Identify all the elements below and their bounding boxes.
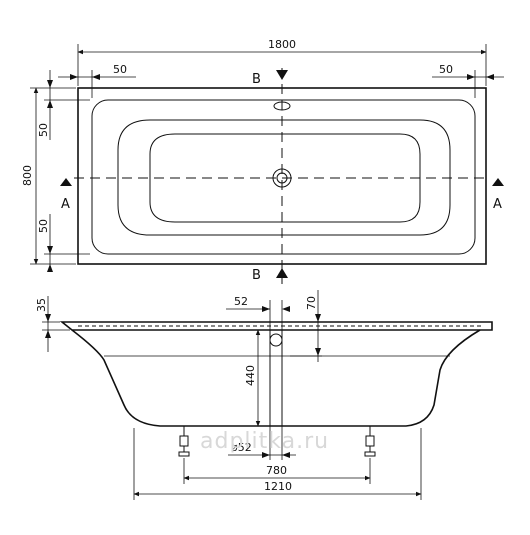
tub-rim — [59, 321, 493, 331]
dim-rim-left: 50 — [113, 63, 127, 76]
foot-left — [178, 426, 190, 457]
section-a-left-arrow — [60, 178, 72, 186]
dim-feet-spacing: 780 — [266, 464, 287, 477]
dim-rim-right: 50 — [439, 63, 453, 76]
dim-depth: 440 — [244, 365, 257, 386]
dim-width: 800 — [21, 165, 34, 186]
dim-rim-top: 50 — [37, 123, 50, 137]
overflow-fitting — [269, 333, 283, 347]
section-b-top-label: B — [252, 72, 261, 87]
dim-overflow-offset: 52 — [234, 295, 248, 308]
section-b-bottom-label: B — [252, 268, 261, 283]
inner-contour-outer — [117, 119, 451, 236]
section-b-bottom-arrow — [276, 268, 288, 278]
dim-overflow-depth: 70 — [305, 296, 318, 310]
dim-drain-diameter: ø52 — [231, 441, 252, 454]
dim-rim-height: 35 — [35, 298, 48, 312]
foot-right — [364, 426, 376, 457]
dim-length: 1800 — [268, 38, 296, 51]
top-view: B B A A 1800 50 50 800 50 50 — [21, 38, 504, 284]
section-a-right-label: A — [493, 197, 502, 212]
dim-rim-bottom: 50 — [37, 219, 50, 233]
tub-body — [71, 329, 481, 427]
section-a-left-label: A — [61, 197, 70, 212]
watermark: adplitka.ru — [200, 429, 329, 454]
dim-base-length: 1210 — [264, 480, 292, 493]
section-b-top-arrow — [276, 70, 288, 80]
section-a-right-arrow — [492, 178, 504, 186]
basin-outline — [91, 99, 476, 255]
inner-contour-inner — [149, 133, 421, 223]
side-view: 35 52 70 440 ø52 — [35, 290, 493, 500]
